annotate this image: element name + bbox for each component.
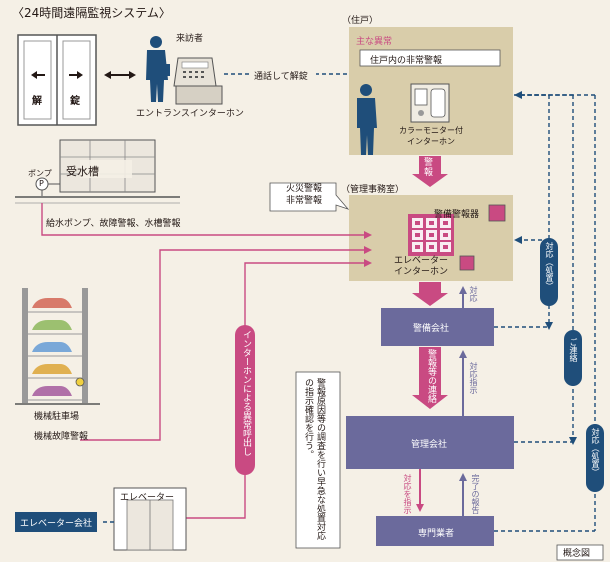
report-contact-label: 警報等の連絡 [426,349,436,403]
note-text: 警報原因等の調査を行い早急な処置対応の指示確認を行う。 [303,378,325,540]
security-company-label: 警備会社 [413,324,450,334]
main-alarm-label: 主な異常 [356,37,393,47]
alarm-box [359,49,501,67]
visitor-label: 来訪者 [176,34,204,44]
security-panel-device [408,214,454,256]
call-unlock-label: 通話して解錠 [254,72,308,82]
security-panel-label: 警備警報器 [434,210,480,220]
parking-sensor-icon [75,377,85,387]
response-up-label: 対応 [469,286,478,302]
complete-report-label: 完了の報告 [471,474,480,514]
response-pill-2 [586,424,604,492]
response-instruction-label: 対応指示 [469,362,478,394]
instruct-response-label: 対応を指示 [403,474,412,514]
office-heading: （管理事務室） [341,185,405,195]
entrance-door [17,34,97,126]
concept-tag [556,544,604,561]
pump-alarm-label: 給水ポンプ、故障警報、水槽警報 [46,219,181,229]
concept-label: 概念図 [563,549,591,559]
elevator-company-box [15,512,97,532]
security-alarm-indicator [488,204,506,222]
contact-pill [564,330,582,386]
elevator-interphone-indicator [459,255,475,271]
residence-heading: （住戸） [342,16,379,26]
visitor-figure [146,36,170,102]
page-title: 〈24時間遠隔監視システム〉 [12,6,171,20]
interphone-call-label: インターホンによる異常呼出し [241,330,251,456]
entrance-interphone-device [173,57,223,105]
response-pill-1-label: 対応（処置） [545,242,554,290]
parking-fault-label: 機械故障警報 [34,432,89,442]
report-contact-arrow [412,347,448,409]
security-company-box [381,308,494,346]
alarm-box-label: 住戸内の非常警報 [370,56,443,66]
parking-tower [22,288,88,403]
color-monitor-interphone [410,83,450,123]
response-pill-1 [540,238,558,306]
specialist-label: 専門業者 [418,529,455,539]
elevator-company-label: エレベーター会社 [20,519,93,529]
door-left-label: 解 [32,96,42,107]
elevator-label: エレベーター [120,493,175,503]
parking-alarm-line [80,246,372,441]
tank-label: 受水槽 [66,165,99,178]
management-company-label: 管理会社 [411,440,448,450]
pump-alarm-line [41,203,372,239]
monitor-label: カラーモニター付 インターホン [399,126,463,146]
alert-arrow-label: 警報 [424,158,434,178]
response-pill-2-label: 対応（処置） [591,428,600,476]
fire-alarm-label: 火災警報 非常警報 [286,184,323,206]
pump-symbol: P [39,179,44,188]
elevator-interphone-label: エレベーター インターホン [394,256,449,277]
fire-alarm-callout [269,182,350,212]
contact-pill-label: ご連絡 [569,338,578,362]
parking-label: 機械駐車場 [34,412,80,422]
note-box [295,371,341,549]
water-tank [59,139,156,193]
interphone-call-line [186,259,372,519]
specialist-box [376,516,494,546]
interphone-call-pill [235,325,255,475]
pump-label: ポンプ [28,169,52,178]
door-right-label: 錠 [70,96,80,107]
management-company-box [346,416,514,469]
entrance-interphone-label: エントランスインターホン [136,109,244,119]
resident-figure [357,84,377,155]
alert-arrow [412,156,448,187]
